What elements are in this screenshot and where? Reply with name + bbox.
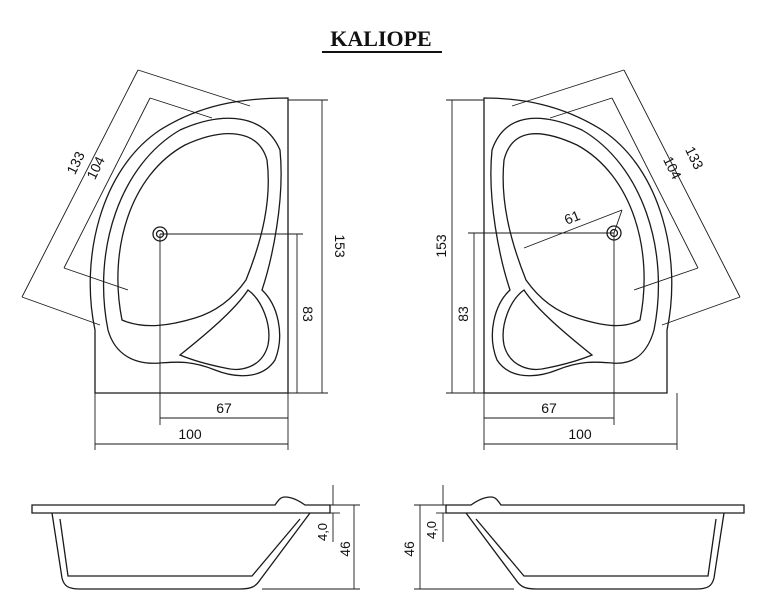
left-plan-view: [89, 97, 289, 394]
left-dim-drain-height: 83: [300, 306, 316, 322]
left-profile-view: [31, 496, 331, 590]
right-bathtub-outline: [483, 97, 673, 394]
left-seat: [178, 289, 270, 370]
left-rim-inner: [102, 117, 282, 377]
right-plan-dimensions: [446, 69, 741, 450]
right-basin: [502, 133, 645, 327]
left-profile-body: [51, 512, 311, 590]
right-dim-width: 100: [568, 426, 592, 442]
right-plan-view: [483, 97, 673, 394]
right-dim-height: 153: [433, 234, 449, 258]
right-dim-drain-offset: 67: [541, 400, 557, 416]
right-profile-view: [445, 496, 745, 590]
right-dim-diag-inner: 104: [660, 154, 685, 182]
right-seat: [502, 289, 594, 370]
right-profile-rim: [445, 496, 745, 514]
right-rim-inner: [490, 117, 660, 377]
left-profile-dim-rim: 4,0: [315, 523, 330, 541]
left-profile-dimensions: [262, 485, 360, 590]
right-dim-diag-outer: 133: [682, 144, 707, 172]
right-dim-drain-height: 83: [455, 306, 471, 322]
left-dim-width: 100: [178, 426, 202, 442]
left-dim-drain-offset: 67: [216, 400, 232, 416]
left-dim-diag-inner: 104: [83, 154, 108, 182]
right-profile-inner: [475, 518, 717, 577]
left-profile-inner: [59, 518, 301, 577]
left-profile-dim-depth: 46: [337, 541, 353, 557]
right-profile-dim-rim: 4,0: [424, 521, 439, 539]
right-dim-drain-diag: 61: [562, 207, 583, 228]
page-title: KALIOPE: [330, 26, 431, 51]
right-profile-body: [465, 512, 725, 590]
right-profile-dimensions: [414, 485, 514, 590]
right-profile-dim-depth: 46: [401, 541, 417, 557]
left-profile-rim: [31, 496, 331, 514]
left-dim-height: 153: [332, 234, 348, 258]
left-plan-dimensions: [21, 69, 328, 450]
left-basin: [117, 133, 269, 327]
